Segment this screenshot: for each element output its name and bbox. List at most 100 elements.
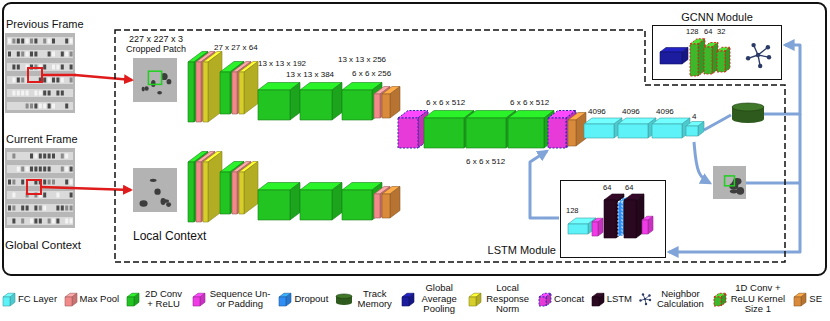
target-box (28, 68, 42, 82)
dashed-outline (115, 30, 785, 262)
car (48, 219, 51, 224)
legend-swatch (591, 291, 605, 307)
car (70, 180, 73, 185)
parking-row (7, 102, 73, 110)
car (70, 219, 73, 224)
car (65, 104, 68, 109)
layer-block (794, 293, 806, 306)
legend-text: Global Average Pooling (417, 283, 461, 314)
block-face (652, 124, 682, 138)
car (65, 39, 68, 44)
layer-block (539, 293, 551, 306)
graph-dot (751, 43, 755, 47)
legend-swatch (401, 291, 415, 307)
graph-link (645, 296, 650, 300)
car (56, 65, 59, 70)
layer-block (279, 293, 291, 306)
block-face (300, 90, 332, 120)
layer-block (568, 113, 586, 147)
block-face (279, 293, 291, 297)
block-face (134, 293, 139, 306)
block-face (721, 293, 726, 306)
patch-object (150, 179, 157, 182)
block-face (127, 297, 134, 306)
network (188, 39, 771, 238)
cropped-patch: 227 x 227 x 3 Cropped Patch (133, 58, 177, 102)
block-face (188, 62, 194, 122)
parking-row (7, 165, 73, 173)
car (65, 52, 68, 57)
car (12, 91, 15, 96)
legend-item: SE (793, 281, 822, 317)
legend-swatch (538, 291, 552, 307)
block-face (220, 72, 230, 114)
car (70, 65, 73, 70)
car (61, 52, 64, 57)
layer-block (203, 152, 222, 223)
car (48, 104, 51, 109)
car (21, 52, 24, 57)
block-face (801, 293, 806, 306)
car (48, 78, 51, 83)
layer-block (652, 118, 690, 138)
car (21, 167, 24, 172)
parking-row (7, 217, 73, 225)
block-face (690, 44, 698, 76)
block-face (592, 293, 604, 297)
graph-link (643, 295, 645, 300)
car (30, 219, 33, 224)
car (70, 52, 73, 57)
car (52, 104, 55, 109)
car (52, 39, 55, 44)
block-face (65, 293, 77, 297)
dimension-label: 32 (717, 28, 725, 36)
legend-text: Max Pool (80, 294, 120, 304)
car (39, 206, 42, 211)
car (34, 219, 37, 224)
legend-text: Neighbor Calculation (654, 289, 706, 310)
block-face (196, 62, 201, 122)
layer-block (127, 293, 139, 306)
car (61, 78, 64, 83)
block-face (390, 87, 400, 119)
cylinder-top (336, 294, 352, 298)
car (8, 52, 11, 57)
block-face (232, 72, 237, 114)
track-memory-cylinder (732, 103, 764, 123)
graph-dot (746, 56, 750, 60)
car (12, 78, 15, 83)
legend-text: Local Response Norm (484, 283, 532, 314)
graph-dot (640, 299, 642, 301)
legend-item: Max Pool (64, 281, 120, 317)
block-face (258, 190, 290, 220)
car (12, 65, 15, 70)
block-face (232, 172, 237, 214)
layer-block (398, 111, 428, 149)
block-face (398, 118, 418, 148)
region-outline (115, 30, 785, 262)
layer-block (686, 122, 704, 137)
car (21, 91, 24, 96)
car (30, 167, 33, 172)
block-face (127, 293, 139, 297)
car (26, 167, 29, 172)
legend-swatch (126, 291, 140, 307)
layer-block (65, 293, 77, 306)
car (34, 154, 37, 159)
patch-object (157, 91, 162, 95)
patch-object (145, 86, 149, 91)
car (39, 91, 42, 96)
layer-block (300, 183, 342, 221)
cylinder-body (336, 296, 352, 303)
legend-swatch (278, 291, 292, 307)
layer-block (690, 39, 705, 76)
target-box (27, 180, 41, 194)
car (12, 206, 15, 211)
block-face (546, 293, 551, 306)
block-face (584, 124, 614, 138)
node-text: Local Context (133, 230, 206, 243)
target-box (148, 71, 161, 84)
block-face (618, 202, 622, 236)
block-face (469, 297, 476, 306)
car (43, 167, 46, 172)
